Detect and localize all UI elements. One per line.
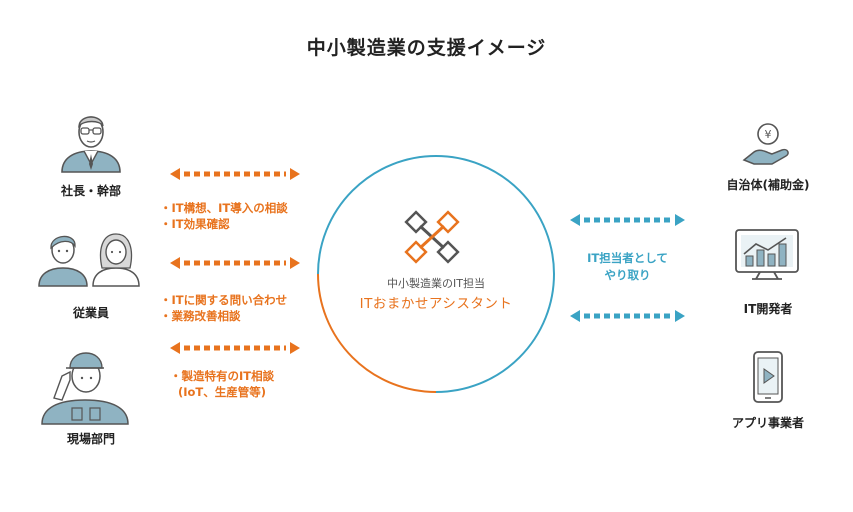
person-male-icon (38, 230, 88, 286)
exchange-line: やり取り (570, 267, 685, 284)
app-label: アプリ事業者 (716, 414, 820, 431)
left-arrow-1 (170, 166, 300, 182)
topic-text: ・業務改善相談 (160, 308, 287, 324)
employee-label: 従業員 (50, 304, 132, 321)
page-title: 中小製造業の支援イメージ (0, 33, 853, 60)
center-line1: 中小製造業のIT担当 (316, 275, 556, 291)
coin-hand-icon: ¥ (742, 122, 794, 168)
exchange-line: IT担当者として (570, 250, 685, 267)
worker-cap-icon (40, 342, 130, 424)
center-line2: ITおまかせアシスタント (316, 292, 556, 312)
topic-text: (IoT、生産管等) (170, 384, 274, 400)
center-circle (316, 154, 556, 394)
topic-group-3: ・製造特有のIT相談 (IoT、生産管等) (170, 368, 274, 400)
chart-monitor-icon (734, 228, 800, 280)
svg-text:¥: ¥ (765, 128, 772, 141)
government-label: 自治体(補助金) (716, 176, 820, 193)
president-label: 社長・幹部 (50, 182, 132, 199)
topic-text: ・IT効果確認 (160, 216, 288, 232)
topic-group-1: ・IT構想、IT導入の相談 ・IT効果確認 (160, 200, 288, 232)
developer-label: IT開発者 (716, 300, 820, 317)
right-arrow-1 (570, 212, 685, 228)
exchange-text: IT担当者として やり取り (570, 250, 685, 284)
person-manager-icon (60, 108, 122, 172)
right-arrow-2 (570, 308, 685, 324)
topic-text: ・IT構想、IT導入の相談 (160, 200, 288, 216)
smartphone-icon (752, 350, 784, 404)
topic-group-2: ・ITに関する問い合わせ ・業務改善相談 (160, 292, 287, 324)
topic-text: ・製造特有のIT相談 (170, 368, 274, 384)
person-female-icon (92, 230, 140, 286)
field-label: 現場部門 (50, 430, 132, 447)
left-arrow-2 (170, 255, 300, 271)
logo-mark-icon (406, 212, 458, 262)
topic-text: ・ITに関する問い合わせ (160, 292, 287, 308)
left-arrow-3 (170, 340, 300, 356)
